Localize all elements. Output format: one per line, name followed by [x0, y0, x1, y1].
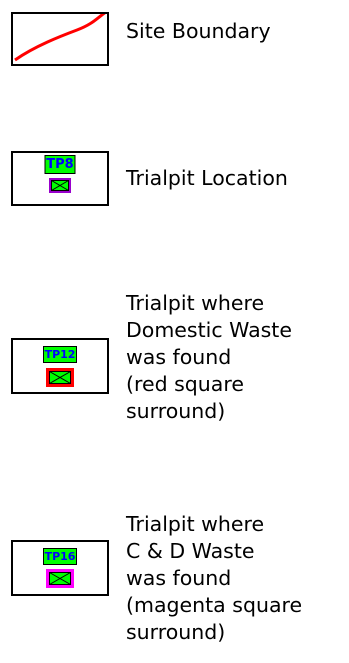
trialpit-tag: TP12: [43, 346, 77, 363]
trialpit-cd-swatch: TP16: [11, 540, 109, 596]
site-boundary-line-icon: [14, 10, 107, 62]
trialpit-tag: TP8: [44, 155, 76, 174]
site-boundary-label: Site Boundary: [126, 19, 271, 43]
trialpit-tag: TP16: [43, 548, 77, 565]
trialpit-domestic-marker-icon: [46, 368, 74, 387]
site-boundary-swatch: [11, 10, 109, 66]
trialpit-marker-icon: [49, 178, 71, 193]
trialpit-location-swatch: TP8: [11, 151, 109, 206]
trialpit-cd-label: Trialpit where C & D Waste was found (ma…: [126, 512, 303, 644]
trialpit-location-label: Trialpit Location: [126, 166, 288, 190]
trialpit-domestic-swatch: TP12: [11, 338, 109, 394]
trialpit-cd-marker-icon: [46, 569, 74, 588]
trialpit-domestic-label: Trialpit where Domestic Waste was found …: [126, 291, 292, 423]
